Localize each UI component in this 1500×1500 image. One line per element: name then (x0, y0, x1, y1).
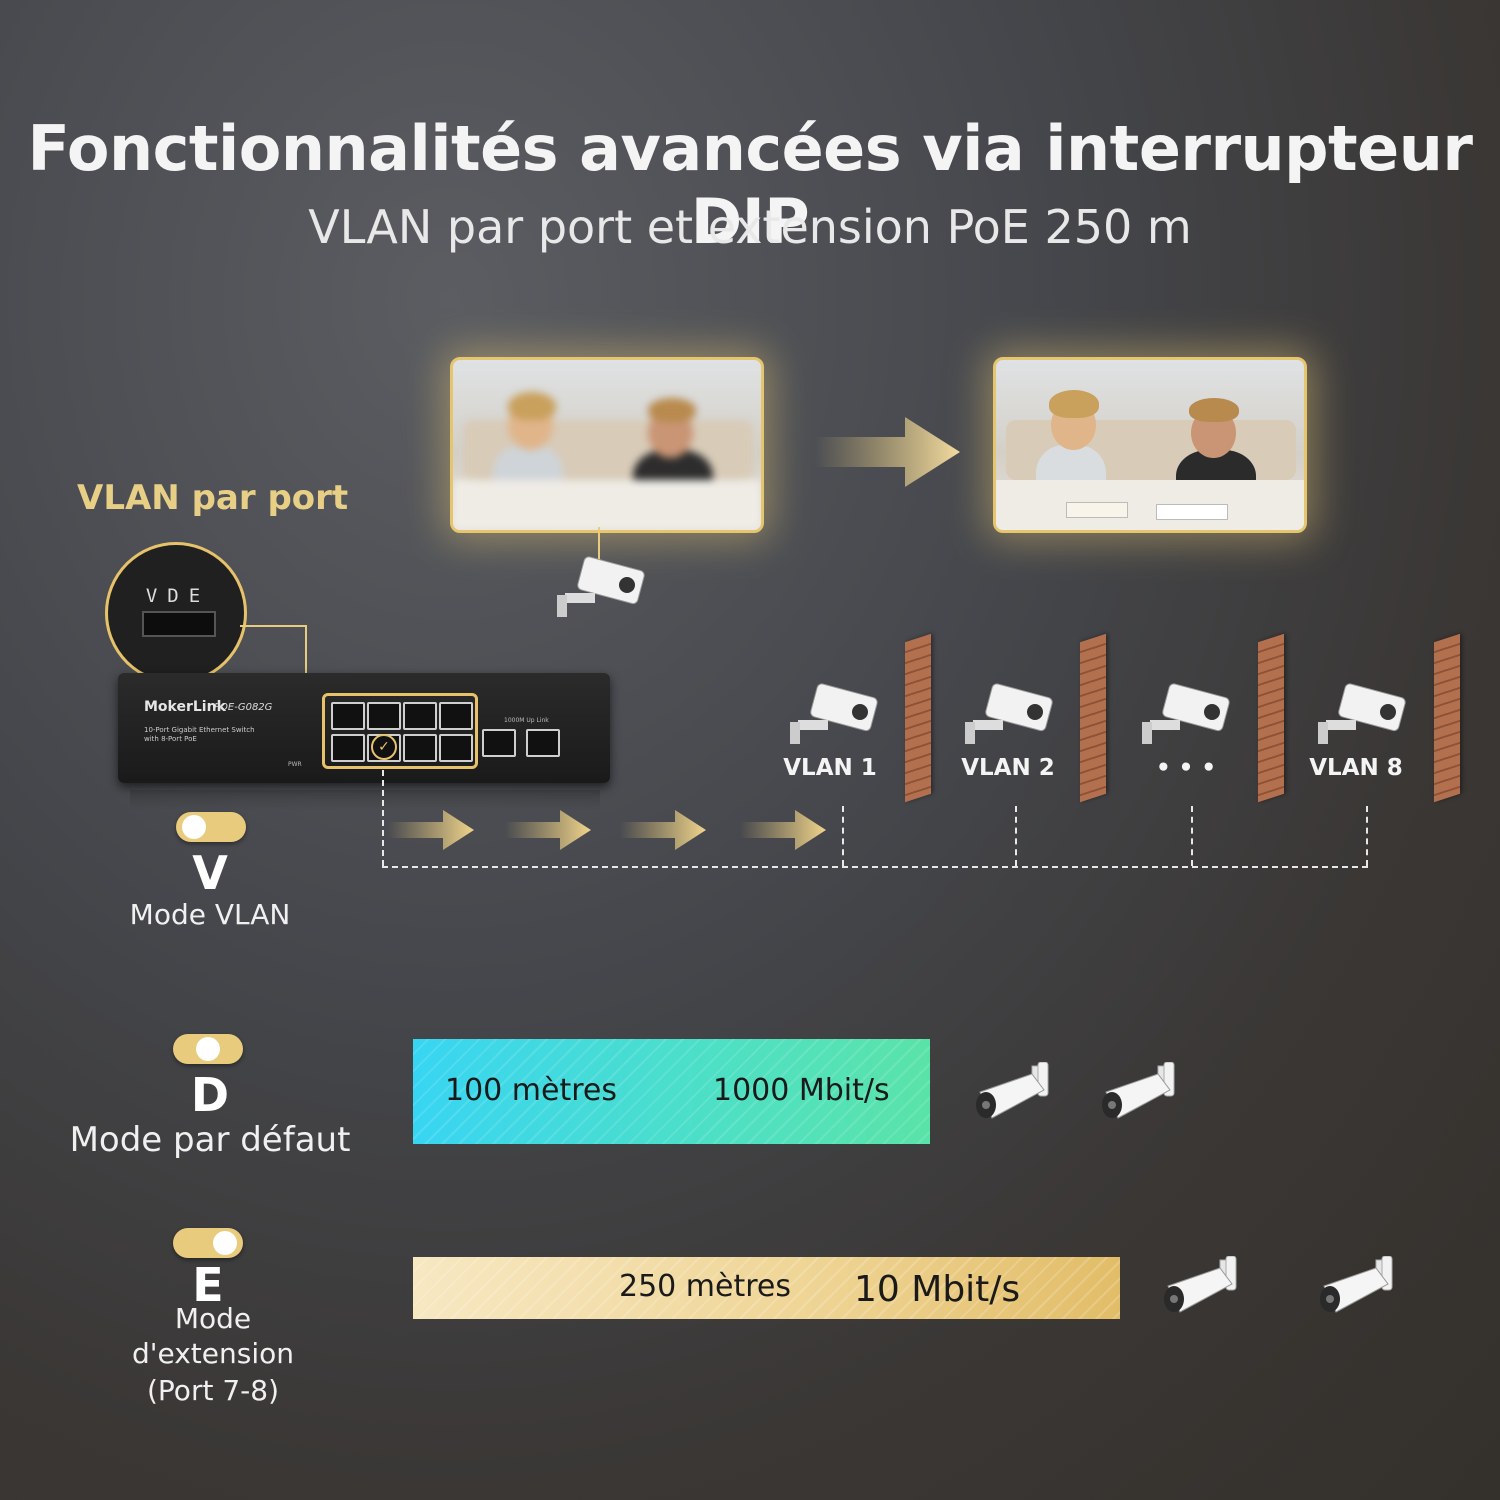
camera-label-ellipsis: • • • (1155, 755, 1217, 781)
poe-switch: MokerLink POE-G082G 10-Port Gigabit Ethe… (118, 673, 610, 783)
dip-switch-zoom: VDE (105, 542, 247, 684)
security-camera-icon (965, 683, 1053, 744)
vlan-section-label: VLAN par port (77, 478, 349, 518)
camera-label-vlan-1: VLAN 1 (783, 755, 877, 781)
dashed-vertical-3 (1191, 806, 1193, 866)
extend-speed: 10 Mbit/s (854, 1269, 1021, 1310)
mode-d-text: Mode par défaut (69, 1120, 351, 1160)
bullet-camera-icon (1164, 1256, 1237, 1313)
switch-desc-1: 10-Port Gigabit Ethernet Switch (144, 726, 255, 734)
mode-e-text-2: d'extension (132, 1337, 294, 1370)
dashed-vertical-1 (842, 806, 844, 866)
poe-ports-group: ✓ (322, 693, 478, 769)
default-distance: 100 mètres (445, 1073, 618, 1108)
default-mode-bar: 100 mètres 1000 Mbit/s (413, 1039, 930, 1144)
brick-wall-icon (1434, 633, 1460, 803)
checkmark-icon: ✓ (371, 734, 397, 760)
toggle-mode-v[interactable] (176, 812, 246, 842)
blurred-photo (450, 357, 764, 533)
brick-wall-icon (905, 633, 931, 803)
extend-distance: 250 mètres (619, 1269, 792, 1304)
dashed-vertical-4 (1366, 806, 1368, 866)
mode-v-letter: V (192, 846, 228, 900)
switch-reflection (130, 790, 600, 810)
switch-model: POE-G082G (214, 702, 273, 713)
bullet-camera-icon (1320, 1256, 1393, 1313)
extend-mode-bar: 250 mètres 10 Mbit/s (413, 1257, 1120, 1319)
camera-label-vlan-8: VLAN 8 (1309, 755, 1403, 781)
security-camera-icon (557, 556, 645, 617)
switch-desc-2: with 8-Port PoE (144, 735, 197, 743)
dip-letter-d: D (167, 585, 189, 607)
dip-letter-e: E (188, 585, 211, 607)
security-camera-icon (1318, 683, 1406, 744)
mode-v-text: Mode VLAN (129, 898, 291, 931)
clear-photo (993, 357, 1307, 533)
toggle-mode-d[interactable] (173, 1034, 243, 1064)
dashed-vertical-2 (1015, 806, 1017, 866)
default-speed: 1000 Mbit/s (713, 1073, 890, 1108)
switch-pwr-label: PWR (288, 761, 302, 768)
arrow-right-icon (620, 810, 706, 850)
arrow-right-icon (388, 810, 474, 850)
camera-label-vlan-2: VLAN 2 (961, 755, 1055, 781)
switch-brand: MokerLink (144, 699, 226, 715)
security-camera-icon (790, 683, 878, 744)
bullet-camera-icon (976, 1062, 1049, 1119)
uplink-port-10 (526, 729, 560, 757)
mode-e-text-1: Mode (174, 1302, 252, 1335)
arrow-right-icon (740, 810, 826, 850)
brick-wall-icon (1258, 633, 1284, 803)
page-subtitle: VLAN par port et extension PoE 250 m (308, 200, 1192, 254)
mode-d-letter: D (190, 1068, 230, 1122)
connector-line (598, 527, 600, 562)
arrow-right-icon (505, 810, 591, 850)
bullet-camera-icon (1102, 1062, 1175, 1119)
security-camera-icon (1142, 683, 1230, 744)
mode-e-letter: E (192, 1258, 224, 1312)
dip-letter-v: V (145, 585, 168, 607)
dashed-horizontal (382, 866, 1368, 868)
brick-wall-icon (1080, 633, 1106, 803)
mode-e-text-3: (Port 7-8) (147, 1374, 279, 1407)
arrow-right-icon (815, 417, 960, 487)
page-title: Fonctionnalités avancées via interrupteu… (27, 112, 1473, 258)
uplink-port-9 (482, 729, 516, 757)
switch-uplink-label: 1000M Up Link (504, 717, 549, 724)
toggle-mode-e[interactable] (173, 1228, 243, 1258)
dashed-vertical-switch (382, 770, 384, 866)
